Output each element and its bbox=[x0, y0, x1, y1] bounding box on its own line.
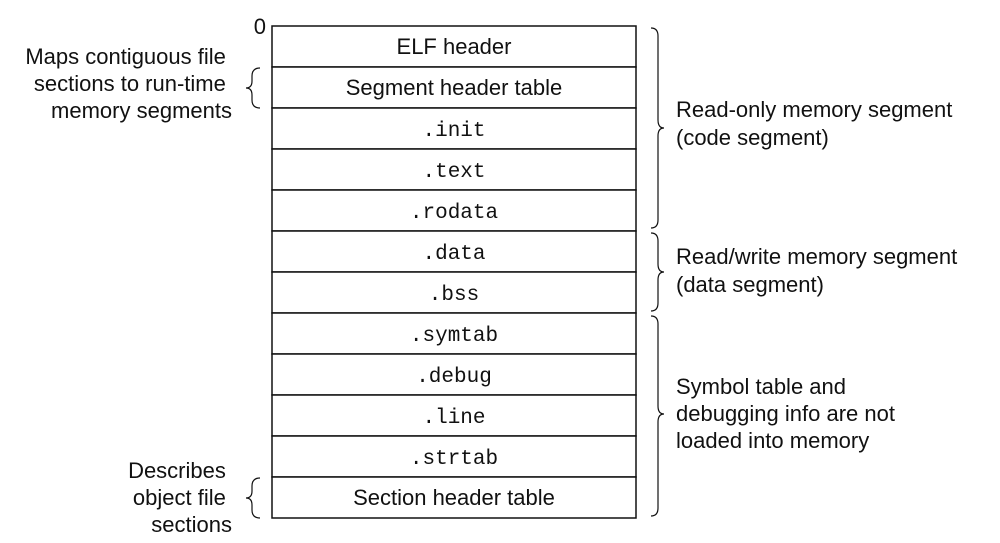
segment-header-annotation-line: Maps contiguous file bbox=[25, 44, 226, 69]
not-loaded-annotation-line: loaded into memory bbox=[676, 428, 869, 453]
elf-row-box bbox=[271, 435, 637, 478]
elf-row-label: ELF header bbox=[397, 34, 512, 59]
read-only-segment-brace bbox=[650, 27, 665, 229]
elf-row-label: .debug bbox=[416, 366, 492, 389]
elf-row-box bbox=[271, 148, 637, 191]
section-header-annotation-line: Describes bbox=[128, 458, 226, 483]
read-only-segment-annotation: Read-only memory segment (code segment) bbox=[676, 97, 958, 150]
segment-header-brace bbox=[245, 67, 261, 109]
elf-row-label: .data bbox=[422, 243, 485, 266]
read-write-annotation-line: Read/write memory segment bbox=[676, 244, 957, 269]
read-write-annotation-line: (data segment) bbox=[676, 272, 824, 297]
elf-row-label: Segment header table bbox=[346, 75, 563, 100]
not-loaded-annotation-line: debugging info are not bbox=[676, 401, 895, 426]
section-header-annotation-line: object file bbox=[133, 485, 226, 510]
not-loaded-annotation: Symbol table and debugging info are not … bbox=[676, 374, 901, 453]
elf-row-box bbox=[271, 66, 637, 109]
segment-header-annotation-line: memory segments bbox=[51, 98, 232, 123]
elf-row-label: .init bbox=[422, 120, 485, 143]
read-only-annotation-line: Read-only memory segment bbox=[676, 97, 952, 122]
elf-row-box bbox=[271, 230, 637, 273]
segment-header-annotation-line: sections to run-time bbox=[34, 71, 226, 96]
elf-row-box bbox=[271, 312, 637, 355]
elf-row-label: .symtab bbox=[410, 325, 498, 348]
read-write-segment-annotation: Read/write memory segment (data segment) bbox=[676, 244, 963, 297]
read-only-annotation-line: (code segment) bbox=[676, 125, 829, 150]
not-loaded-brace bbox=[650, 315, 665, 517]
elf-row-label: .rodata bbox=[410, 202, 498, 225]
section-header-annotation-line: sections bbox=[151, 512, 232, 537]
elf-row-label: .line bbox=[422, 407, 485, 430]
not-loaded-annotation-line: Symbol table and bbox=[676, 374, 846, 399]
elf-row-box bbox=[271, 476, 637, 519]
elf-row-label: .strtab bbox=[410, 448, 498, 471]
section-header-annotation: Describes object file sections bbox=[128, 458, 232, 537]
elf-row-label: .text bbox=[422, 161, 485, 184]
elf-row-label: Section header table bbox=[353, 485, 555, 510]
elf-row-label: .bss bbox=[429, 284, 479, 307]
elf-row-box bbox=[271, 25, 637, 68]
read-write-segment-brace bbox=[650, 232, 665, 312]
section-header-brace bbox=[245, 477, 261, 519]
offset-zero-label: 0 bbox=[254, 14, 266, 39]
segment-header-annotation: Maps contiguous file sections to run-tim… bbox=[25, 44, 232, 123]
elf-row-box bbox=[271, 394, 637, 437]
elf-row-box bbox=[271, 107, 637, 150]
